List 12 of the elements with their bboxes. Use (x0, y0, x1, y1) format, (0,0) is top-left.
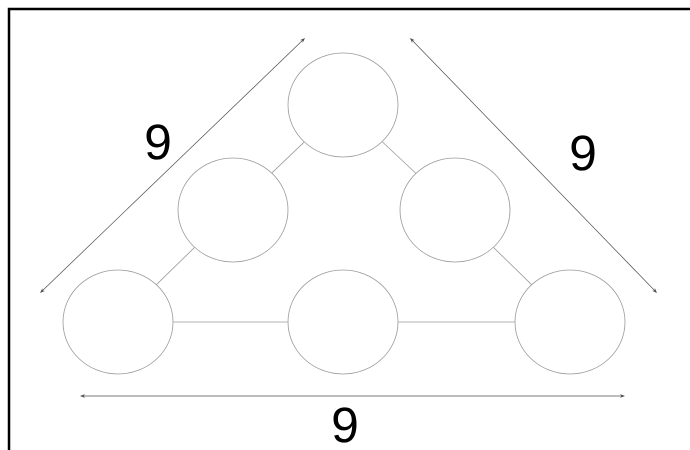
connector-line (382, 141, 416, 174)
circle (288, 270, 398, 374)
connector-line (156, 247, 195, 285)
circle (62, 270, 174, 374)
circle (178, 158, 288, 262)
connector-line (493, 247, 532, 285)
circle (514, 270, 626, 374)
circle (400, 158, 510, 262)
dimension-label: 9 (146, 124, 170, 160)
connector-line (272, 142, 304, 174)
dimension-label: 9 (571, 135, 594, 171)
circle (288, 52, 398, 158)
